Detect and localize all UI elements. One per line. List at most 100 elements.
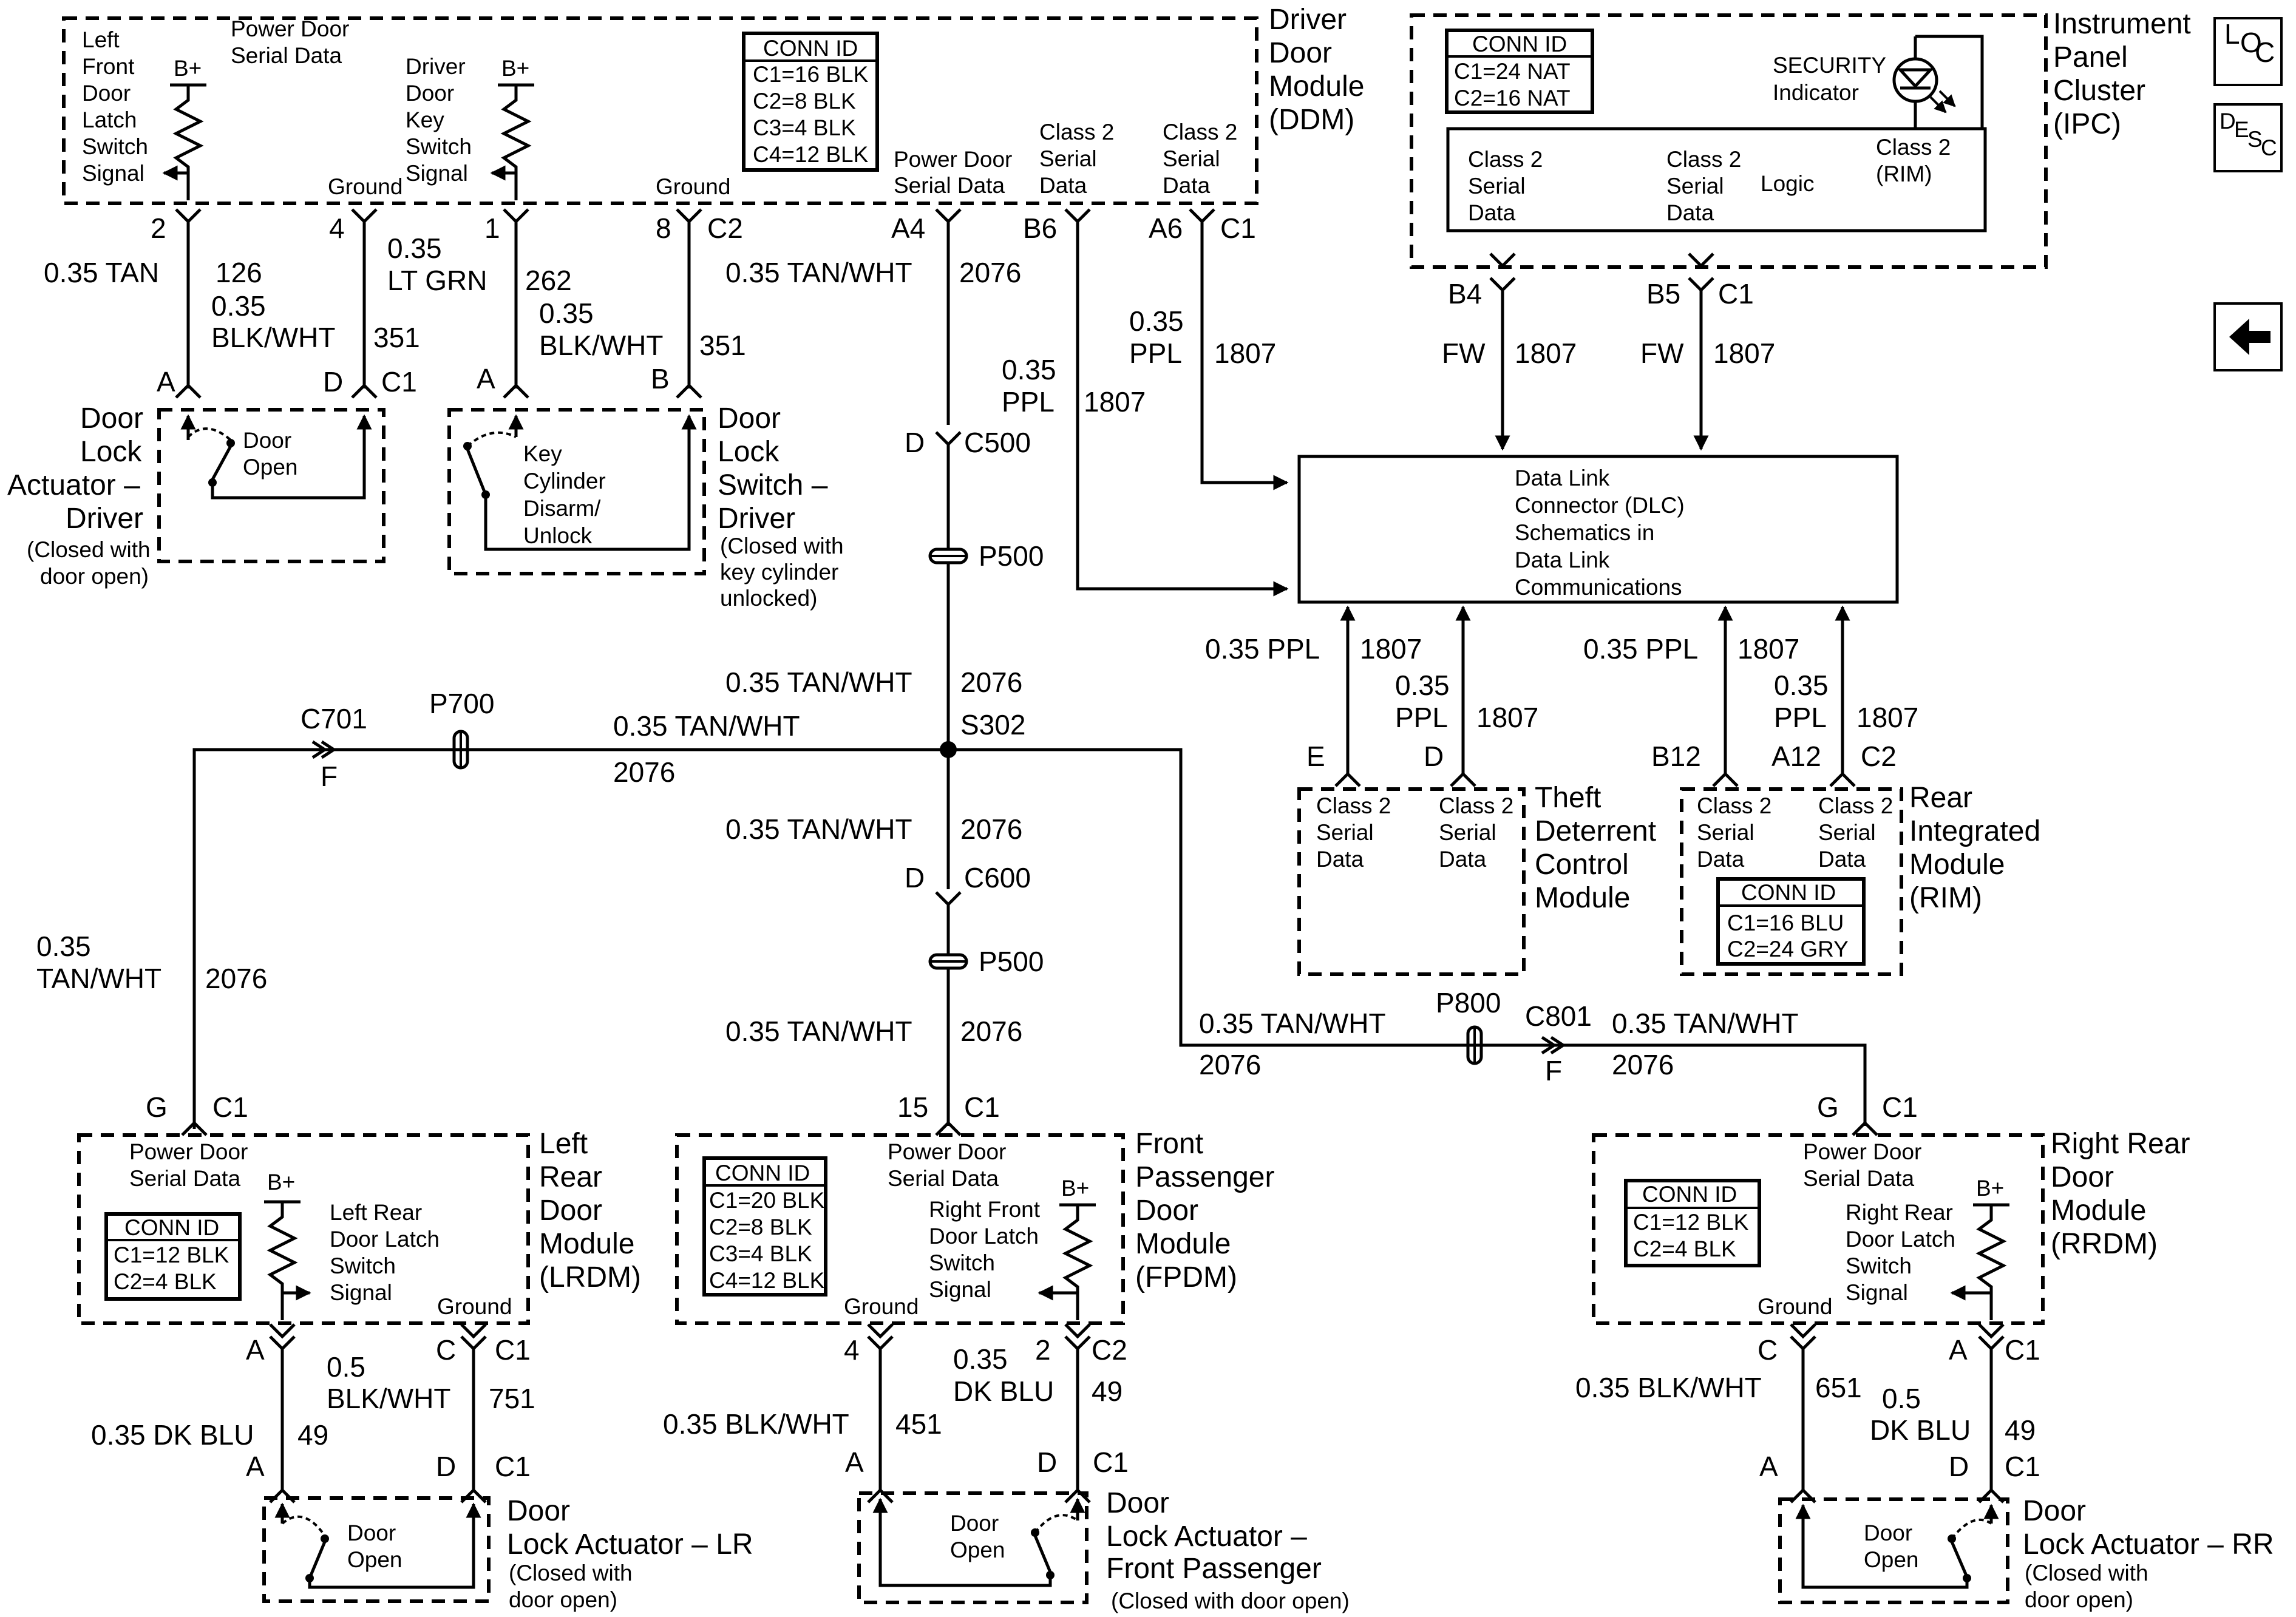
svg-text:DK BLU: DK BLU bbox=[953, 1375, 1054, 1407]
svg-text:0.35: 0.35 bbox=[36, 931, 91, 962]
svg-text:(Closed with: (Closed with bbox=[720, 534, 844, 558]
svg-text:0.5: 0.5 bbox=[1882, 1383, 1921, 1414]
ground-label: Ground bbox=[328, 174, 402, 199]
svg-text:Connector (DLC): Connector (DLC) bbox=[1515, 493, 1685, 518]
svg-text:C1: C1 bbox=[1718, 278, 1754, 310]
svg-text:2076: 2076 bbox=[959, 257, 1021, 288]
svg-text:E: E bbox=[1306, 741, 1325, 772]
pullup-resistor-icon bbox=[172, 85, 204, 200]
svg-text:Serial Data: Serial Data bbox=[888, 1166, 999, 1191]
ipc-class2-1: Class 2 Serial Data bbox=[1468, 147, 1543, 225]
svg-text:C600: C600 bbox=[964, 862, 1031, 893]
svg-text:Switch: Switch bbox=[406, 134, 472, 159]
svg-text:(Closed with door open): (Closed with door open) bbox=[1111, 1588, 1350, 1613]
back-arrow-button[interactable] bbox=[2213, 302, 2283, 371]
svg-text:B+: B+ bbox=[267, 1170, 295, 1195]
rrdm-wires: C A C1 0.35 BLK/WHT 651 0.5 DK BLU 49 A … bbox=[1575, 1323, 2040, 1503]
svg-text:Class 2: Class 2 bbox=[1666, 147, 1741, 172]
svg-text:Class 2: Class 2 bbox=[1818, 793, 1893, 818]
pullup-resistor-icon bbox=[1062, 1205, 1093, 1320]
svg-text:Module: Module bbox=[2051, 1195, 2146, 1227]
svg-text:door open): door open) bbox=[40, 564, 149, 589]
svg-text:0.35: 0.35 bbox=[953, 1343, 1008, 1375]
bplus-label-2: B+ bbox=[501, 56, 529, 81]
svg-text:Class 2: Class 2 bbox=[1697, 793, 1771, 818]
svg-text:D: D bbox=[1949, 1451, 1969, 1482]
fpdm-conn-id-table: CONN ID C1=20 BLK C2=8 BLK C3=4 BLK C4=1… bbox=[702, 1156, 827, 1297]
svg-text:C3=4 BLK: C3=4 BLK bbox=[709, 1241, 812, 1266]
pullup-resistor-icon bbox=[1975, 1205, 2007, 1320]
svg-text:Lock Actuator –: Lock Actuator – bbox=[1106, 1520, 1307, 1553]
svg-text:Door Latch: Door Latch bbox=[929, 1224, 1039, 1249]
rear-integrated-module: 0.35 PPL 1807 0.35 PPL 1807 B12 A12 C2 C… bbox=[1583, 605, 2040, 976]
svg-text:A: A bbox=[246, 1334, 265, 1366]
right-branch: 0.35 TAN/WHT 2076 P800 C801 F 0.35 TAN/W… bbox=[948, 748, 1918, 1136]
svg-text:(Closed with: (Closed with bbox=[2025, 1561, 2148, 1585]
svg-text:351: 351 bbox=[699, 330, 746, 361]
svg-text:C801: C801 bbox=[1525, 1000, 1592, 1032]
svg-text:Switch: Switch bbox=[1846, 1253, 1912, 1278]
svg-text:2076: 2076 bbox=[1199, 1049, 1261, 1080]
wire-351b: 0.35 BLK/WHT 351 bbox=[539, 297, 746, 361]
svg-text:1807: 1807 bbox=[1713, 337, 1775, 369]
svg-text:Front: Front bbox=[82, 54, 135, 79]
svg-text:0.35 TAN/WHT: 0.35 TAN/WHT bbox=[725, 1015, 912, 1047]
svg-text:Unlock: Unlock bbox=[523, 523, 593, 548]
svg-text:0.35: 0.35 bbox=[1774, 670, 1829, 701]
switch-icon bbox=[1950, 1541, 1969, 1578]
svg-text:Module: Module bbox=[539, 1228, 634, 1260]
svg-text:Door: Door bbox=[406, 81, 454, 106]
center-trunk: D C500 P500 0.35 TAN/WHT 2076 S302 0.35 … bbox=[725, 427, 1044, 1136]
svg-text:C1: C1 bbox=[381, 366, 417, 398]
svg-text:Panel: Panel bbox=[2053, 41, 2128, 73]
svg-text:D: D bbox=[1424, 741, 1444, 772]
svg-text:1807: 1807 bbox=[1214, 337, 1276, 369]
svg-text:P500: P500 bbox=[979, 540, 1044, 572]
ipc-rim-label: Class 2 bbox=[1876, 135, 1951, 160]
svg-text:(IPC): (IPC) bbox=[2053, 108, 2121, 140]
svg-text:B4: B4 bbox=[1448, 278, 1482, 310]
svg-text:0.35 BLK/WHT: 0.35 BLK/WHT bbox=[1575, 1372, 1762, 1403]
svg-text:door open): door open) bbox=[2025, 1587, 2133, 1612]
svg-text:Open: Open bbox=[347, 1547, 402, 1572]
svg-text:Data: Data bbox=[1666, 200, 1714, 225]
svg-text:Data Link: Data Link bbox=[1515, 547, 1610, 572]
svg-text:Front: Front bbox=[1135, 1128, 1203, 1160]
svg-text:B6: B6 bbox=[1023, 212, 1057, 244]
svg-text:Front Passenger: Front Passenger bbox=[1106, 1553, 1322, 1585]
svg-text:PPL: PPL bbox=[1129, 337, 1182, 369]
svg-text:0.35 BLK/WHT: 0.35 BLK/WHT bbox=[663, 1408, 849, 1440]
data-link-connector: Data Link Connector (DLC) Schematics in … bbox=[1297, 455, 1899, 604]
svg-text:B12: B12 bbox=[1651, 741, 1701, 772]
wire-1807-a6: 0.35 PPL 1807 bbox=[1129, 305, 1276, 369]
svg-text:C1=20 BLK: C1=20 BLK bbox=[709, 1188, 825, 1213]
svg-text:C500: C500 bbox=[964, 427, 1031, 458]
svg-text:Theft: Theft bbox=[1535, 782, 1601, 814]
switch-icon bbox=[1033, 1535, 1052, 1573]
indicator-label: Indicator bbox=[1773, 80, 1859, 105]
security-led-icon bbox=[1892, 35, 1984, 127]
svg-text:0.35 TAN/WHT: 0.35 TAN/WHT bbox=[725, 257, 912, 288]
svg-text:FW: FW bbox=[1640, 337, 1684, 369]
svg-text:Right Rear: Right Rear bbox=[2051, 1128, 2190, 1160]
svg-text:Door: Door bbox=[2051, 1161, 2114, 1193]
svg-text:Serial: Serial bbox=[1666, 174, 1724, 198]
svg-text:C2: C2 bbox=[707, 212, 743, 244]
svg-text:Left: Left bbox=[539, 1128, 588, 1160]
wire-1807-b6: 0.35 PPL 1807 bbox=[1002, 354, 1146, 418]
ground-label-2: Ground bbox=[656, 174, 730, 199]
desc-button[interactable]: DESC bbox=[2213, 103, 2283, 172]
svg-text:0.35 PPL: 0.35 PPL bbox=[1583, 633, 1698, 665]
svg-text:CONN ID: CONN ID bbox=[124, 1215, 219, 1240]
loc-button[interactable]: LOC bbox=[2213, 17, 2283, 86]
svg-text:C2=4 BLK: C2=4 BLK bbox=[114, 1269, 217, 1294]
svg-text:Cluster: Cluster bbox=[2053, 75, 2145, 107]
svg-text:PPL: PPL bbox=[1395, 702, 1448, 733]
svg-text:Rear: Rear bbox=[1909, 782, 1972, 814]
svg-text:Serial: Serial bbox=[1439, 820, 1496, 845]
svg-text:Module: Module bbox=[1909, 849, 2005, 881]
svg-text:B+: B+ bbox=[1061, 1176, 1089, 1201]
svg-text:Key: Key bbox=[406, 107, 444, 132]
svg-text:Driver: Driver bbox=[718, 503, 795, 535]
svg-text:2076: 2076 bbox=[613, 756, 675, 788]
